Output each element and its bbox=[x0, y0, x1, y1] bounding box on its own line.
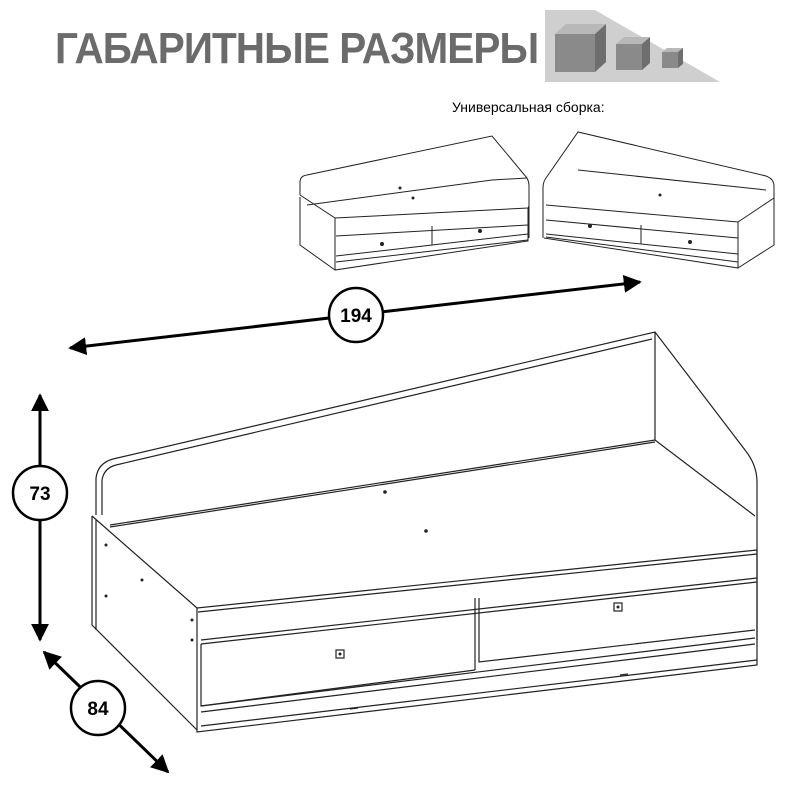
dimension-height-value: 73 bbox=[29, 484, 50, 505]
drawer-handle-right-dot bbox=[616, 605, 620, 609]
dimension-length-value: 194 bbox=[340, 306, 372, 327]
assembly-caption: Универсальная сборка: bbox=[452, 99, 605, 115]
dimension-length: 194 bbox=[68, 274, 642, 356]
drawer-handle-left bbox=[335, 649, 345, 659]
bed-fittings bbox=[104, 490, 623, 659]
dimension-height-badge bbox=[11, 464, 69, 522]
dimension-depth-value: 84 bbox=[87, 699, 109, 720]
drawer-handle-left-dot bbox=[338, 652, 342, 656]
page-title: ГАБАРИТНЫЕ РАЗМЕРЫ bbox=[55, 24, 539, 73]
drawer-handle-right bbox=[613, 602, 623, 612]
bed-main-drawing bbox=[91, 331, 758, 733]
dimension-length-badge bbox=[327, 286, 385, 344]
bed-variant-right bbox=[542, 131, 775, 269]
dimension-depth: 84 bbox=[42, 650, 170, 774]
cubes-icon bbox=[545, 10, 720, 82]
bed-variant-left bbox=[299, 135, 530, 271]
dimension-depth-badge bbox=[69, 679, 127, 737]
dimension-height: 73 bbox=[11, 393, 69, 642]
